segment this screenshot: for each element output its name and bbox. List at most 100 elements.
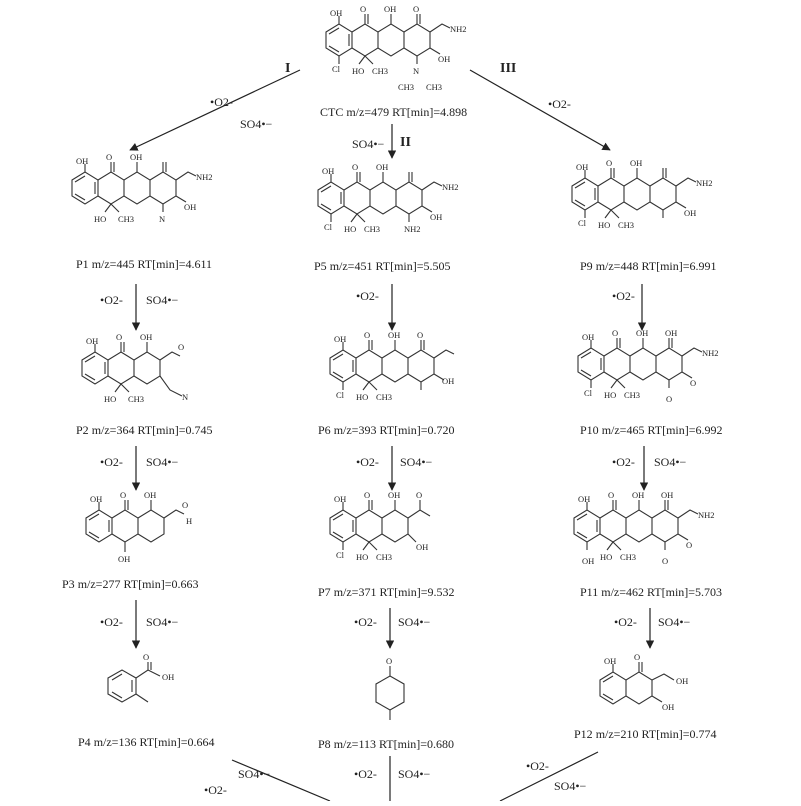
p5-oh-3: OH bbox=[430, 212, 442, 222]
p2-label: P2 m/z=364 RT[min]=0.745 bbox=[76, 423, 213, 437]
p8-o: O bbox=[386, 656, 392, 666]
reagent-o2-p2p3: •O2- bbox=[100, 455, 123, 469]
arrow-ctc-p9 bbox=[469, 69, 611, 151]
p7-ch3: CH3 bbox=[376, 552, 392, 562]
p5-o-1: O bbox=[352, 162, 358, 172]
p12-oh-3: OH bbox=[662, 702, 674, 712]
p1-structure: OH O OH NH2 OH HO CH3 N bbox=[71, 152, 213, 224]
p6-ho: HO bbox=[356, 392, 368, 402]
reagent-o2-p5p6: •O2- bbox=[356, 289, 379, 303]
pathway-iii-label: III bbox=[500, 61, 516, 76]
p10-oh-2: OH bbox=[636, 328, 648, 338]
ctc-n: N bbox=[413, 66, 419, 76]
p1-ch3: CH3 bbox=[118, 214, 134, 224]
ctc-o-1: O bbox=[360, 4, 366, 14]
p10-label: P10 m/z=465 RT[min]=6.992 bbox=[580, 423, 723, 437]
p1-label: P1 m/z=445 RT[min]=4.611 bbox=[76, 257, 212, 271]
p5-ch3: CH3 bbox=[364, 224, 380, 234]
p7-oh-1: OH bbox=[334, 494, 346, 504]
reagent-so4-p3p4: SO4•− bbox=[146, 615, 179, 629]
reagent-o2-p1p2: •O2- bbox=[100, 293, 123, 307]
reagent-o2-p7p8: •O2- bbox=[354, 615, 377, 629]
p3-h: H bbox=[186, 516, 192, 526]
reagent-so4-p1p2: SO4•− bbox=[146, 293, 179, 307]
p4-oh: OH bbox=[162, 672, 174, 682]
p9-o-1: O bbox=[606, 158, 612, 168]
reagent-so4-p11p12: SO4•− bbox=[658, 615, 691, 629]
p1-nh2: NH2 bbox=[196, 172, 213, 182]
p7-label: P7 m/z=371 RT[min]=9.532 bbox=[318, 585, 455, 599]
p11-structure: OH O OH OH NH2 O HO CH3 OH O bbox=[574, 490, 715, 566]
p2-structure: OH O OH O HO CH3 N bbox=[81, 332, 188, 404]
p1-n: N bbox=[159, 214, 165, 224]
p10-structure: OH O OH OH NH2 O Cl HO CH3 O bbox=[578, 328, 719, 404]
p5-label: P5 m/z=451 RT[min]=5.505 bbox=[314, 259, 451, 273]
p10-oh-1: OH bbox=[582, 332, 594, 342]
p4-structure: O OH bbox=[107, 652, 174, 703]
p2-ch3: CH3 bbox=[128, 394, 144, 404]
arrow-p4-out bbox=[231, 759, 331, 802]
reagent-o2-p12out: •O2- bbox=[526, 759, 549, 773]
p7-structure: OH O OH O OH Cl HO CH3 bbox=[329, 490, 431, 562]
p6-o-2: O bbox=[417, 330, 423, 340]
p2-n: N bbox=[182, 392, 188, 402]
reagent-o2-p3p4: •O2- bbox=[100, 615, 123, 629]
ctc-ch3-a: CH3 bbox=[398, 82, 414, 92]
p2-oh-1: OH bbox=[86, 336, 98, 346]
p8-label: P8 m/z=113 RT[min]=0.680 bbox=[318, 737, 454, 751]
ctc-oh-3: OH bbox=[438, 54, 450, 64]
p7-ho: HO bbox=[356, 552, 368, 562]
p11-oh-4: OH bbox=[582, 556, 594, 566]
reagent-so4-p12out: SO4•− bbox=[554, 779, 587, 793]
p2-oh-2: OH bbox=[140, 332, 152, 342]
p3-oh-3: OH bbox=[118, 554, 130, 564]
p11-label: P11 m/z=462 RT[min]=5.703 bbox=[580, 585, 722, 599]
ctc-ch3: CH3 bbox=[372, 66, 388, 76]
reagent-o2-p6p7: •O2- bbox=[356, 455, 379, 469]
reagent-o2-i: •O2- bbox=[210, 95, 233, 109]
p11-oh-3: OH bbox=[661, 490, 673, 500]
p11-ho: HO bbox=[600, 552, 612, 562]
p7-cl: Cl bbox=[336, 550, 345, 560]
p1-oh-2: OH bbox=[130, 152, 142, 162]
ctc-label: CTC m/z=479 RT[min]=4.898 bbox=[320, 105, 467, 119]
p5-nh2-b: NH2 bbox=[404, 224, 421, 234]
p12-o: O bbox=[634, 652, 640, 662]
p12-oh-1: OH bbox=[604, 656, 616, 666]
reagent-o2-p10p11: •O2- bbox=[612, 455, 635, 469]
p7-oh-2: OH bbox=[388, 490, 400, 500]
p5-structure: OH O OH NH2 OH Cl HO CH3 NH2 bbox=[318, 162, 459, 234]
p3-o-2: O bbox=[182, 500, 188, 510]
p6-structure: OH O OH O OH Cl HO CH3 bbox=[330, 330, 454, 402]
p9-structure: OH O OH NH2 OH Cl HO CH3 bbox=[572, 158, 713, 230]
pathway-ii-label: II bbox=[400, 135, 411, 150]
p7-oh-3: OH bbox=[416, 542, 428, 552]
p10-cl: Cl bbox=[584, 388, 593, 398]
p10-nh2: NH2 bbox=[702, 348, 719, 358]
p1-o-1: O bbox=[106, 152, 112, 162]
reagent-o2-p8out: •O2- bbox=[354, 767, 377, 781]
p7-o-1: O bbox=[364, 490, 370, 500]
p3-structure: OH O OH O H OH bbox=[85, 490, 192, 564]
p9-ch3: CH3 bbox=[618, 220, 634, 230]
p9-oh-3: OH bbox=[684, 208, 696, 218]
p5-oh-2: OH bbox=[376, 162, 388, 172]
reagent-so4-i: SO4•− bbox=[240, 117, 273, 131]
p10-o-1: O bbox=[612, 328, 618, 338]
pathway-i-label: I bbox=[285, 61, 290, 76]
p4-o: O bbox=[143, 652, 149, 662]
p11-ch3: CH3 bbox=[620, 552, 636, 562]
p9-nh2: NH2 bbox=[696, 178, 713, 188]
ctc-oh-1: OH bbox=[330, 8, 342, 18]
ctc-ch3-b: CH3 bbox=[426, 82, 442, 92]
p6-oh-1: OH bbox=[334, 334, 346, 344]
p11-o-3: O bbox=[662, 556, 668, 566]
ctc-oh-2: OH bbox=[384, 4, 396, 14]
ctc-cl: Cl bbox=[332, 64, 341, 74]
p3-oh-1: OH bbox=[90, 494, 102, 504]
p11-nh2: NH2 bbox=[698, 510, 715, 520]
p10-oh-3: OH bbox=[665, 328, 677, 338]
reagent-so4-p8out: SO4•− bbox=[398, 767, 431, 781]
